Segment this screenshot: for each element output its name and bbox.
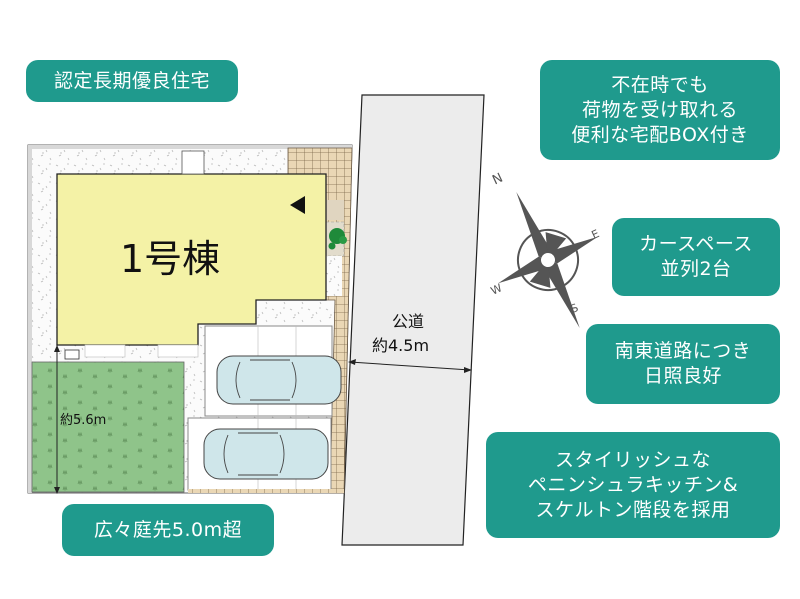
road-label: 公道 (392, 312, 425, 331)
badge-car-space: カースペース 並列2台 (612, 218, 780, 296)
tree-icon (328, 228, 347, 250)
entrance-arrow-icon (290, 196, 305, 214)
badge-kitchen-stairs: スタイリッシュな ペニンシュラキッチン& スケルトン階段を採用 (486, 432, 780, 538)
badge-garden: 広々庭先5.0m超 (62, 504, 274, 556)
building-label: 1号棟 (120, 237, 221, 281)
public-road (341, 94, 485, 546)
compass-icon (498, 192, 598, 328)
road-width-label: 約4.5m (372, 336, 430, 355)
car-icon (216, 355, 342, 405)
badge-delivery-box: 不在時でも 荷物を受け取れる 便利な宅配BOX付き (540, 60, 780, 160)
garden-depth-label: 約5.6m (60, 413, 107, 428)
badge-sunlight: 南東道路につき 日照良好 (586, 324, 780, 404)
car-icon (203, 428, 329, 480)
badge-certified-long-term: 認定長期優良住宅 (26, 60, 238, 102)
lawn (31, 361, 185, 493)
